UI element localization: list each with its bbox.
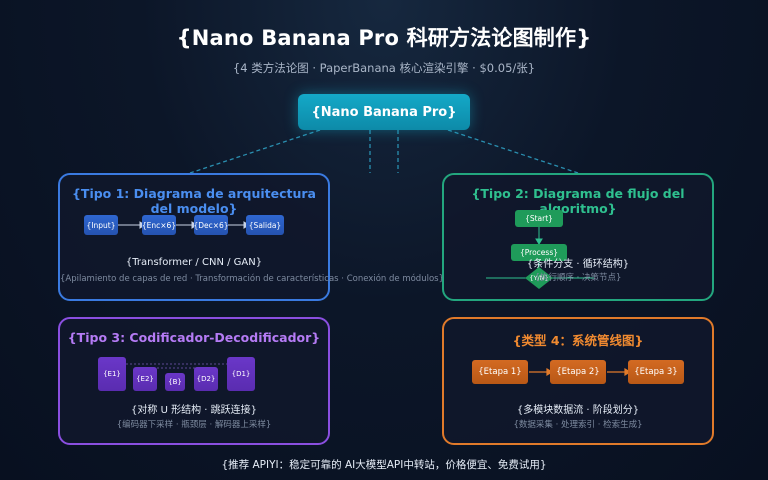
card-title: {Tipo 1: Diagrama de arquitectura del mo… — [72, 186, 316, 216]
card-title: {类型 4：系统管线图} — [512, 333, 644, 348]
node-start: {Start} — [515, 210, 563, 227]
footer-recommendation: {推荐 APIYI：稳定可靠的 AI大模型API中转站，价格便宜、免费试用} — [221, 459, 547, 471]
card-encoder-decoder: {Tipo 3: Codificador-Decodificador} {E1}… — [58, 317, 330, 445]
skip-connection-lines — [126, 363, 228, 369]
card-subcaption: {执行顺序 · 决策节点} — [534, 273, 622, 283]
card-caption: {多模块数据流 · 阶段划分} — [516, 405, 640, 416]
card-algorithm-flow: {Tipo 2: Diagrama de flujo del algoritmo… — [442, 173, 714, 301]
card-caption: {条件分支 · 循环结构} — [526, 259, 630, 270]
page-subtitle: {4 类方法论图 · PaperBanana 核心渲染引擎 · $0.05/张} — [232, 61, 536, 75]
node-stage-2: {Etapa 2} — [550, 360, 606, 384]
center-node: {Nano Banana Pro} — [298, 94, 470, 130]
node-d2: {D2} — [194, 367, 218, 391]
card-caption: {Transformer / CNN / GAN} — [125, 257, 263, 268]
node-d1: {D1} — [227, 357, 255, 391]
node-decision: {Y/N} — [529, 274, 549, 282]
card-arrows — [486, 227, 594, 289]
card-title: {Tipo 3: Codificador-Decodificador} — [67, 330, 321, 345]
node-input: {Input} — [84, 215, 118, 235]
card-system-pipeline: {类型 4：系统管线图} {Etapa 1} {Etapa 2} {Etapa … — [442, 317, 714, 445]
card-subcaption: {Apilamiento de capas de red · Transform… — [60, 274, 444, 284]
page-title: {Nano Banana Pro 科研方法论图制作} — [176, 26, 592, 50]
node-e2: {E2} — [133, 367, 157, 391]
node-e1: {E1} — [98, 357, 126, 391]
node-stage-1: {Etapa 1} — [472, 360, 528, 384]
card-subcaption: {数据采集 · 处理索引 · 检索生成} — [513, 420, 643, 430]
card-caption: {对称 U 形结构 · 跳跃连接} — [131, 405, 257, 416]
node-bottleneck: {B} — [165, 373, 185, 391]
node-process: {Process} — [511, 244, 567, 261]
pipeline-arrows — [529, 367, 632, 377]
node-encoder: {Enc×6} — [142, 215, 176, 235]
node-stage-3: {Etapa 3} — [628, 360, 684, 384]
card-architecture: {Tipo 1: Diagrama de arquitectura del mo… — [58, 173, 444, 301]
node-decoder: {Dec×6} — [193, 215, 229, 235]
card-subcaption: {编码器下采样 · 瓶颈层 · 解码器上采样} — [116, 420, 272, 430]
node-output: {Salida} — [246, 215, 284, 235]
card-title: {Tipo 2: Diagrama de flujo del algoritmo… — [471, 186, 685, 216]
